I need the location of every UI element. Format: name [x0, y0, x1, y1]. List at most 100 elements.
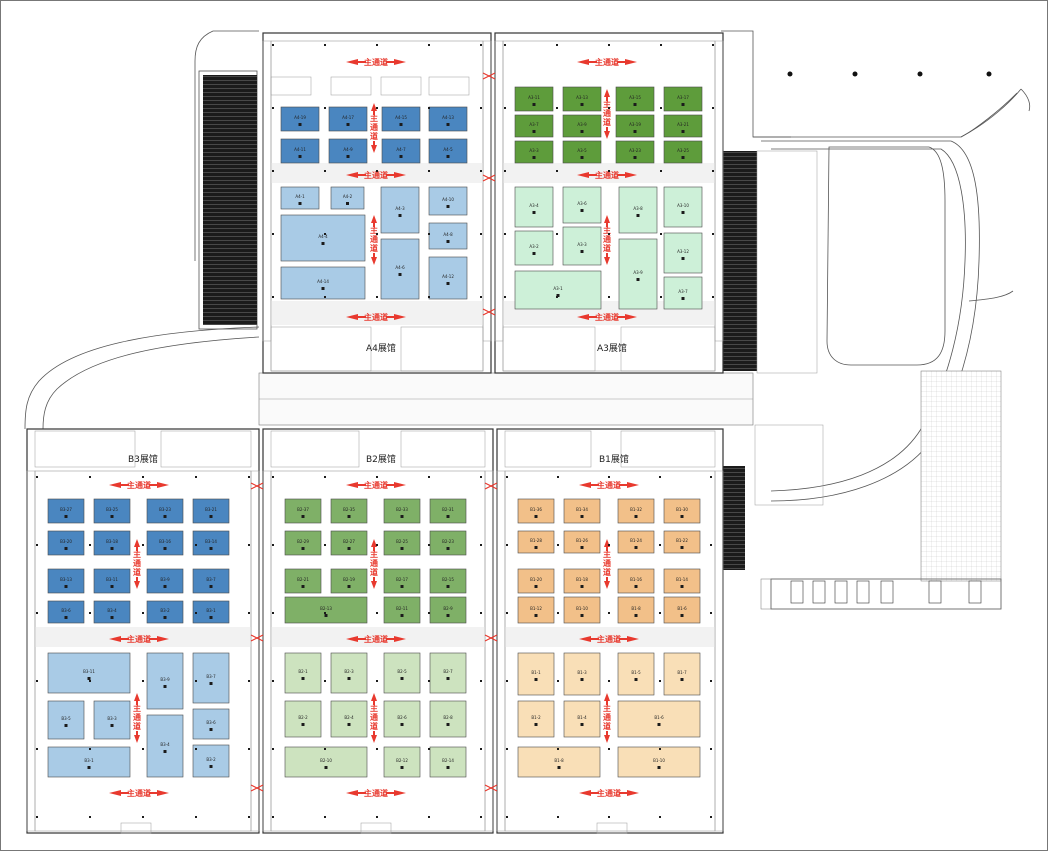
- booth-a3-5[interactable]: A3-5: [562, 140, 602, 164]
- booth-b2-5[interactable]: B2-5: [383, 652, 421, 694]
- booth-a3-6[interactable]: A3-6: [562, 186, 602, 224]
- booth-rect[interactable]: [429, 652, 467, 694]
- booth-rect[interactable]: [514, 86, 554, 112]
- booth-rect[interactable]: [428, 256, 468, 300]
- booth-rect[interactable]: [617, 498, 655, 524]
- booth-b3-4[interactable]: B3-4: [93, 600, 131, 624]
- booth-b1-8[interactable]: B1-8: [517, 746, 601, 778]
- booth-b1-16[interactable]: B1-16: [617, 568, 655, 594]
- booth-rect[interactable]: [47, 600, 85, 624]
- booth-b3-16[interactable]: B3-16: [146, 530, 184, 556]
- booth-rect[interactable]: [383, 530, 421, 556]
- booth-a4-19[interactable]: A4-19: [280, 106, 320, 132]
- booth-a3-17[interactable]: A3-17: [663, 86, 703, 112]
- booth-rect[interactable]: [47, 498, 85, 524]
- booth-rect[interactable]: [514, 140, 554, 164]
- booth-rect[interactable]: [383, 596, 421, 624]
- booth-b1-1[interactable]: B1-1: [517, 652, 555, 696]
- booth-rect[interactable]: [517, 498, 555, 524]
- booth-rect[interactable]: [562, 140, 602, 164]
- booth-b3-4[interactable]: B3-4: [146, 714, 184, 778]
- booth-a3-4[interactable]: A3-4: [514, 186, 554, 228]
- booth-b1-10[interactable]: B1-10: [617, 746, 701, 778]
- booth-rect[interactable]: [563, 652, 601, 696]
- booth-a4-15[interactable]: A4-15: [381, 106, 421, 132]
- booth-rect[interactable]: [381, 138, 421, 164]
- booth-b2-8[interactable]: B2-8: [429, 700, 467, 738]
- booth-b2-10[interactable]: B2-10: [284, 746, 368, 778]
- booth-b2-12[interactable]: B2-12: [383, 746, 421, 778]
- booth-b2-31[interactable]: B2-31: [429, 498, 467, 524]
- booth-b1-6[interactable]: B1-6: [663, 596, 701, 624]
- booth-a3-19[interactable]: A3-19: [615, 114, 655, 138]
- booth-rect[interactable]: [429, 568, 467, 594]
- booth-b2-13[interactable]: B2-13: [284, 596, 368, 624]
- booth-a3-1[interactable]: A3-1: [514, 270, 602, 310]
- booth-rect[interactable]: [284, 596, 368, 624]
- booth-rect[interactable]: [618, 186, 658, 234]
- booth-rect[interactable]: [146, 600, 184, 624]
- booth-b3-3[interactable]: B3-3: [93, 700, 131, 740]
- booth-rect[interactable]: [517, 530, 555, 554]
- booth-b2-4[interactable]: B2-4: [330, 700, 368, 738]
- booth-rect[interactable]: [563, 498, 601, 524]
- booth-b1-32[interactable]: B1-32: [617, 498, 655, 524]
- booth-a3-15[interactable]: A3-15: [615, 86, 655, 112]
- booth-rect[interactable]: [663, 530, 701, 554]
- booth-rect[interactable]: [146, 652, 184, 710]
- booth-a3-23[interactable]: A3-23: [615, 140, 655, 164]
- booth-b2-15[interactable]: B2-15: [429, 568, 467, 594]
- booth-b1-8[interactable]: B1-8: [617, 596, 655, 624]
- booth-b2-29[interactable]: B2-29: [284, 530, 322, 556]
- booth-rect[interactable]: [192, 498, 230, 524]
- booth-b3-11[interactable]: B3-11: [47, 652, 131, 694]
- booth-b3-1[interactable]: B3-1: [47, 746, 131, 778]
- booth-rect[interactable]: [617, 596, 655, 624]
- booth-b3-2[interactable]: B3-2: [192, 744, 230, 778]
- booth-b3-1[interactable]: B3-1: [192, 600, 230, 624]
- booth-b2-14[interactable]: B2-14: [429, 746, 467, 778]
- booth-rect[interactable]: [429, 746, 467, 778]
- booth-rect[interactable]: [284, 652, 322, 694]
- booth-b2-21[interactable]: B2-21: [284, 568, 322, 594]
- booth-rect[interactable]: [284, 568, 322, 594]
- booth-b3-5[interactable]: B3-5: [47, 700, 85, 740]
- booth-a4-10[interactable]: A4-10: [428, 186, 468, 216]
- booth-b1-3[interactable]: B1-3: [563, 652, 601, 696]
- booth-rect[interactable]: [617, 652, 655, 696]
- booth-b3-25[interactable]: B3-25: [93, 498, 131, 524]
- booth-rect[interactable]: [663, 276, 703, 310]
- booth-b3-21[interactable]: B3-21: [192, 498, 230, 524]
- booth-rect[interactable]: [618, 238, 658, 310]
- booth-b1-12[interactable]: B1-12: [517, 596, 555, 624]
- booth-b2-35[interactable]: B2-35: [330, 498, 368, 524]
- booth-rect[interactable]: [47, 652, 131, 694]
- booth-rect[interactable]: [615, 114, 655, 138]
- booth-rect[interactable]: [517, 746, 601, 778]
- booth-b1-2[interactable]: B1-2: [517, 700, 555, 738]
- booth-a4-6[interactable]: A4-6: [380, 238, 420, 300]
- booth-rect[interactable]: [280, 214, 366, 262]
- booth-a4-13[interactable]: A4-13: [428, 106, 468, 132]
- booth-a4-3[interactable]: A4-3: [380, 186, 420, 234]
- booth-rect[interactable]: [383, 652, 421, 694]
- booth-rect[interactable]: [663, 140, 703, 164]
- booth-rect[interactable]: [93, 568, 131, 594]
- booth-rect[interactable]: [615, 140, 655, 164]
- booth-rect[interactable]: [330, 568, 368, 594]
- booth-rect[interactable]: [380, 238, 420, 300]
- booth-rect[interactable]: [429, 596, 467, 624]
- booth-b1-6[interactable]: B1-6: [617, 700, 701, 738]
- booth-rect[interactable]: [280, 266, 366, 300]
- booth-rect[interactable]: [428, 186, 468, 216]
- booth-b3-7[interactable]: B3-7: [192, 652, 230, 704]
- booth-rect[interactable]: [517, 700, 555, 738]
- booth-b1-22[interactable]: B1-22: [663, 530, 701, 554]
- booth-rect[interactable]: [663, 652, 701, 696]
- booth-rect[interactable]: [93, 530, 131, 556]
- booth-b2-37[interactable]: B2-37: [284, 498, 322, 524]
- booth-rect[interactable]: [380, 186, 420, 234]
- booth-b2-33[interactable]: B2-33: [383, 498, 421, 524]
- booth-b3-6[interactable]: B3-6: [192, 708, 230, 740]
- booth-rect[interactable]: [146, 568, 184, 594]
